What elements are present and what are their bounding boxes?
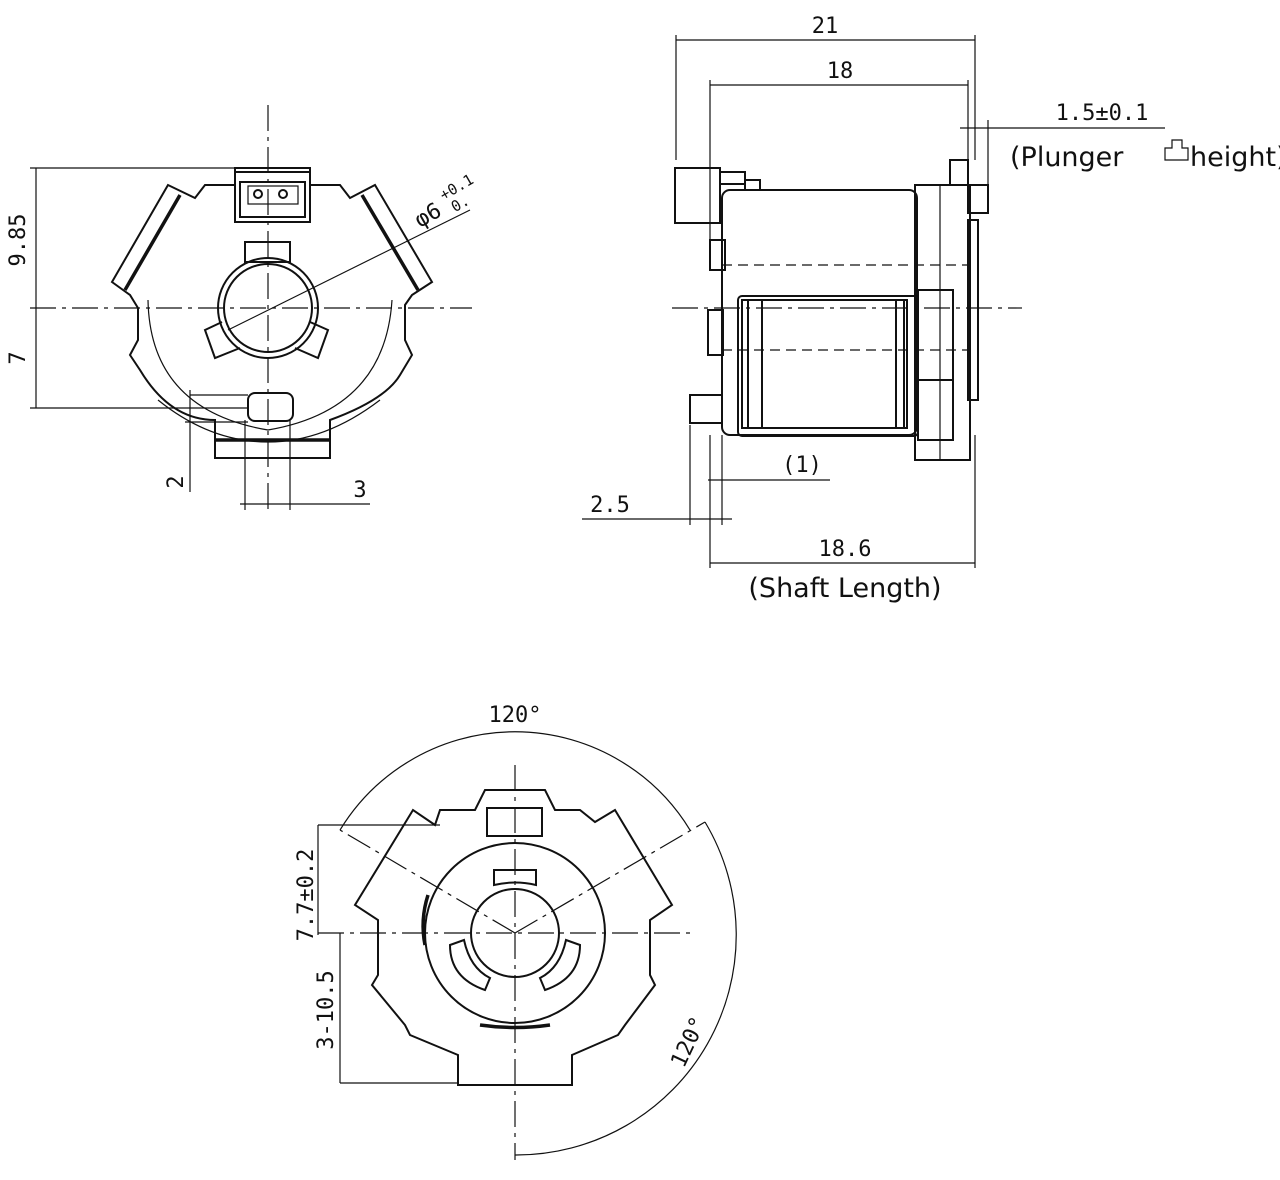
note-plunger: (Plunger bbox=[1010, 142, 1124, 173]
dim-18-6: 18.6 bbox=[819, 537, 872, 562]
dim-18: 18 bbox=[827, 59, 854, 84]
front-view: 9.85 7 2 3 φ6 +0.1 0. bbox=[6, 105, 477, 515]
rear-bore bbox=[470, 888, 560, 978]
angle-top: 120° bbox=[489, 703, 542, 728]
angle-right: 120° bbox=[667, 1013, 712, 1072]
dim-9-85: 9.85 bbox=[6, 214, 31, 267]
bore-inner bbox=[223, 263, 313, 353]
dim-bore-diameter: φ6 bbox=[411, 198, 446, 233]
side-view: 21 18 1.5±0.1 (Plunger height) (1) 2.5 1… bbox=[582, 14, 1280, 604]
dim-3-10-5: 3-10.5 bbox=[314, 970, 339, 1049]
connector-housing bbox=[234, 171, 311, 223]
plunger-symbol bbox=[1164, 139, 1189, 161]
angle-arc-right bbox=[514, 821, 737, 1156]
terminal-block bbox=[674, 167, 721, 224]
dim-1: (1) bbox=[782, 453, 822, 478]
dim-2-5: 2.5 bbox=[590, 493, 630, 518]
note-shaft-length: (Shaft Length) bbox=[748, 573, 941, 604]
rear-view: 120° 120° 7.7±0.2 3-10.5 bbox=[294, 703, 737, 1160]
coil-housing bbox=[721, 189, 918, 436]
dim-21: 21 bbox=[812, 14, 839, 39]
mounting-tab bbox=[247, 392, 294, 422]
dim-1-5: 1.5±0.1 bbox=[1056, 101, 1149, 126]
bore-outer bbox=[217, 257, 319, 359]
dim-2: 2 bbox=[164, 475, 189, 488]
angle-arc-top bbox=[339, 731, 691, 831]
note-plunger-suffix: height) bbox=[1190, 142, 1280, 173]
dim-7-7: 7.7±0.2 bbox=[294, 849, 319, 942]
dim-7: 7 bbox=[6, 351, 31, 364]
end-flange bbox=[914, 184, 971, 461]
rear-flange-circle bbox=[424, 842, 606, 1024]
dim-3: 3 bbox=[353, 478, 366, 503]
